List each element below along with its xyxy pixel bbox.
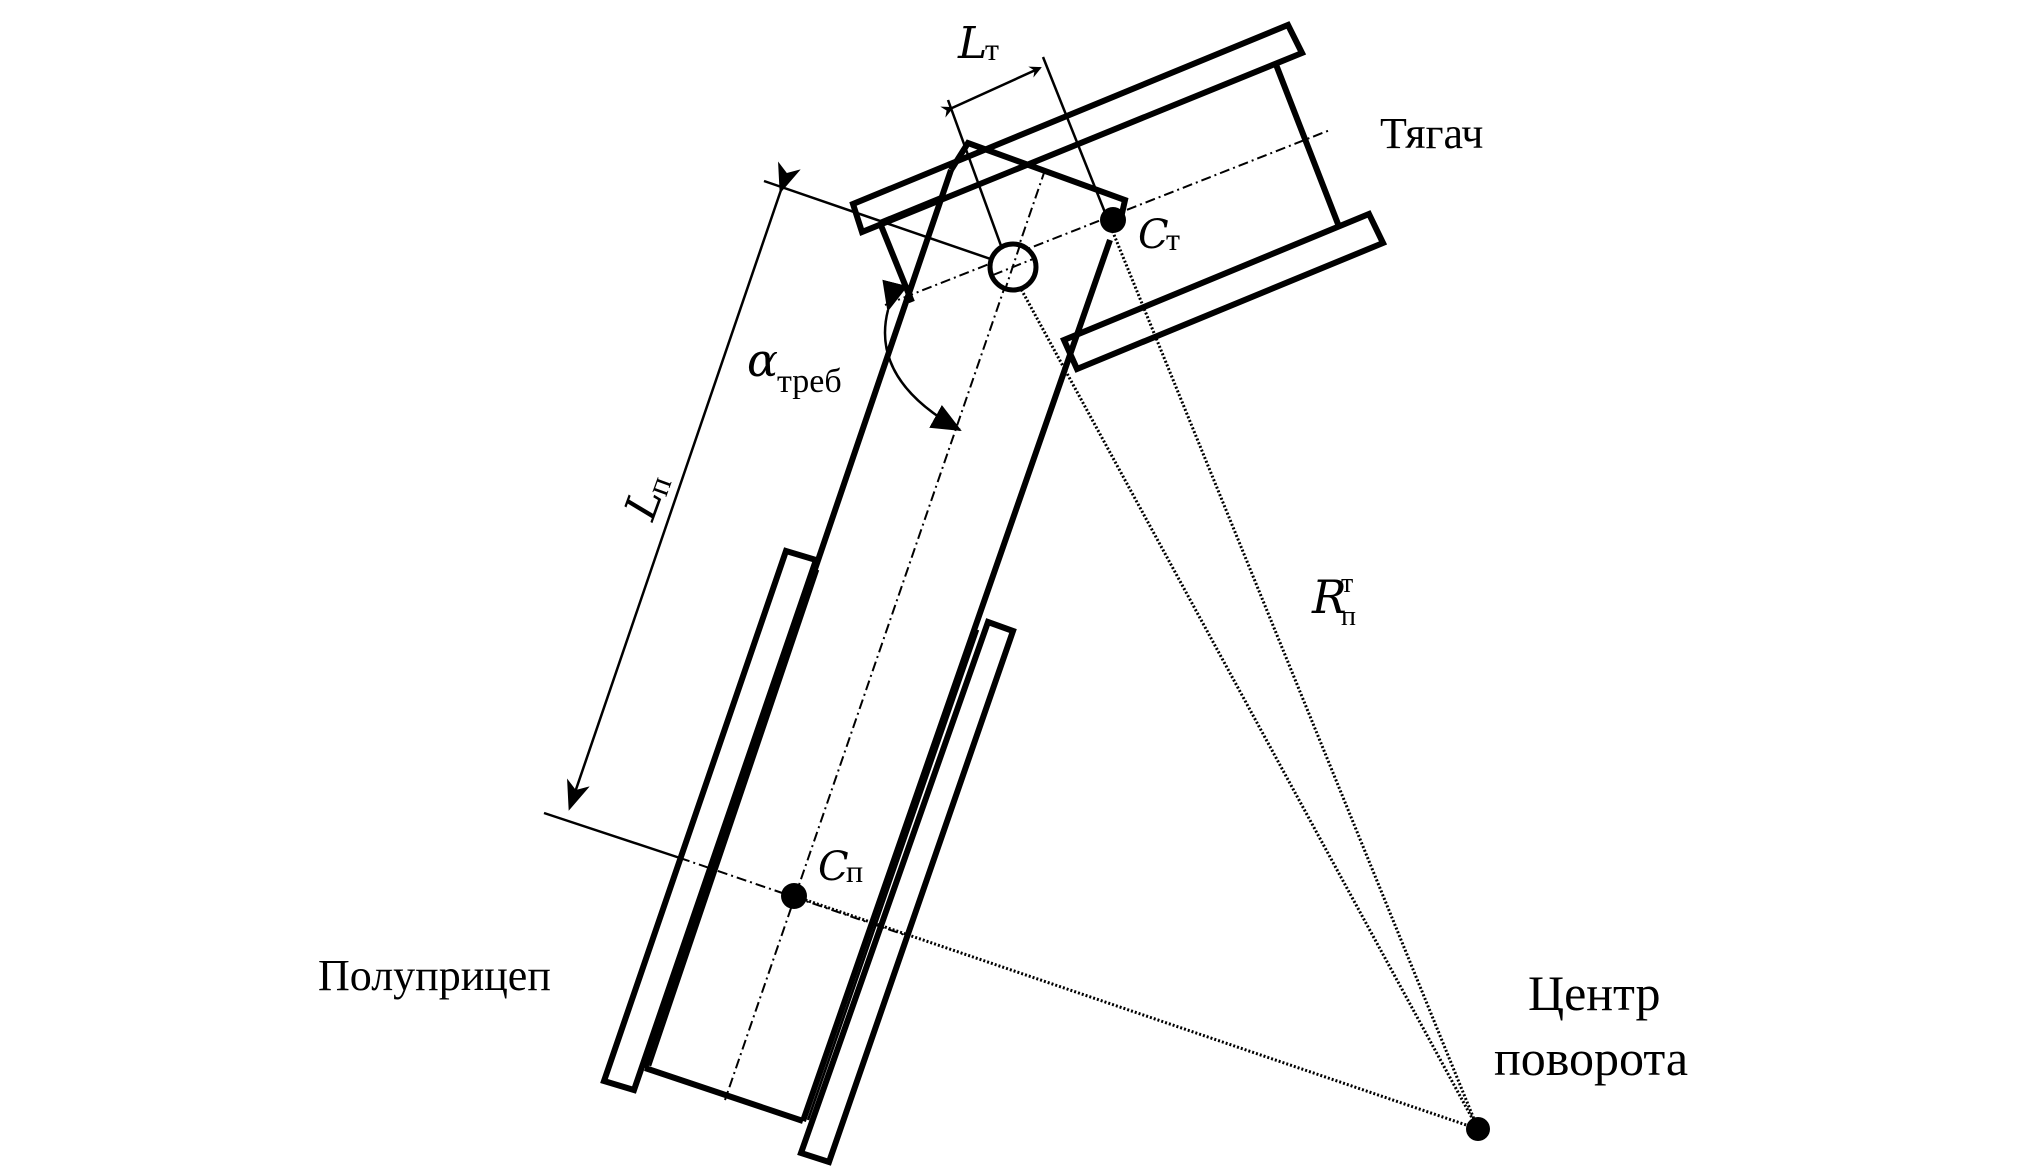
svg-text:L: L [957, 18, 987, 69]
trailer-body-right [800, 239, 1113, 1122]
semitrailer [600, 139, 1129, 1166]
trailer-wheel-left [600, 547, 820, 1094]
svg-text:т: т [1341, 568, 1353, 599]
svg-text:R: R [1311, 570, 1347, 624]
tractor-rear-edge [1272, 60, 1341, 226]
ray-tractor [1106, 219, 1480, 1130]
trailer-body-front [948, 139, 1129, 219]
svg-text:п: п [846, 853, 863, 889]
turning-rays [793, 219, 1480, 1131]
tractor-front-top [878, 193, 948, 226]
tractor [849, 21, 1388, 373]
label-c-tractor: C т [1138, 212, 1180, 258]
label-c-trailer: C п [818, 844, 863, 890]
angle-arc [882, 279, 962, 432]
trailer-rail-left [648, 569, 820, 1067]
svg-text:п: п [1341, 601, 1356, 632]
trailer-body-rear [644, 1065, 804, 1124]
label-alpha: α треб [747, 333, 842, 400]
ray-trailer [793, 894, 1479, 1131]
ray-kingpin [1006, 264, 1480, 1130]
label-turn-center-2: поворота [1494, 1030, 1688, 1086]
svg-text:т: т [985, 31, 999, 67]
svg-text:треб: треб [777, 363, 842, 400]
trailer-axis [724, 169, 1046, 1101]
trailer-wheel-right [797, 618, 1017, 1166]
dimension-l-tractor [940, 56, 1110, 266]
label-turn-center-1: Центр [1528, 965, 1661, 1021]
label-l-tractor: L т [957, 18, 999, 69]
tractor-wheel-top [849, 21, 1307, 236]
svg-text:C: C [1138, 212, 1169, 258]
svg-text:C: C [818, 844, 849, 890]
c-trailer-dot [781, 883, 807, 909]
c-tractor-dot [1100, 207, 1126, 233]
dimension-l-trailer [543, 161, 1009, 860]
trailer-rail-right [806, 629, 980, 1121]
label-radius: R т п [1311, 568, 1356, 632]
svg-text:α: α [747, 333, 778, 387]
tractor-wheel-bottom [1059, 210, 1388, 373]
svg-text:т: т [1166, 221, 1180, 257]
label-semitrailer: Полуприцеп [318, 951, 551, 1000]
label-tractor: Тягач [1380, 109, 1483, 158]
turn-center-dot [1466, 1117, 1490, 1141]
